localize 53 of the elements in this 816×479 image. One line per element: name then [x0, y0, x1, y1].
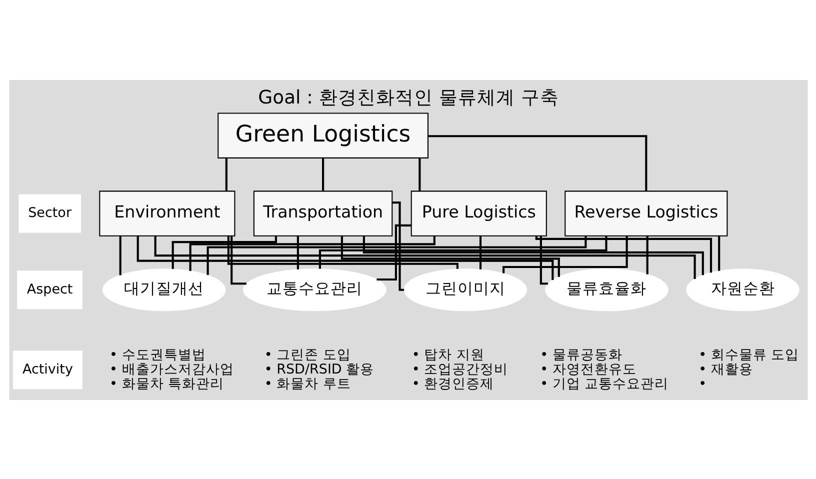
connector — [224, 158, 227, 191]
node-box: Pure Logistics — [410, 190, 546, 236]
label: • 자영전환유도 — [540, 360, 636, 377]
label: Aspect — [26, 280, 72, 297]
label: Sector — [28, 204, 71, 221]
node-ellipse: 자원순환 — [686, 268, 799, 311]
connector — [478, 236, 482, 269]
connector — [154, 236, 696, 279]
node-box: Green Logistics — [217, 112, 428, 158]
label: • 조업공간정비 — [411, 360, 508, 377]
label: • 환경인증제 — [411, 375, 494, 392]
label: • 그린존 도입 — [264, 346, 350, 362]
node-box: Reverse Logistics — [564, 190, 728, 236]
connector — [206, 236, 586, 274]
connector — [718, 236, 720, 270]
node-ellipse: 그린이미지 — [403, 268, 527, 311]
connector — [171, 236, 276, 269]
label: Activity — [22, 360, 72, 377]
label: • 배출가스저감사업 — [109, 360, 234, 377]
label: • 회수물류 도입 — [698, 346, 799, 362]
label: • 화물차 루트 — [264, 375, 350, 392]
node-ellipse: 대기질개선 — [102, 268, 226, 311]
connector — [362, 236, 704, 275]
label: • 기업 교통수요관리 — [540, 375, 668, 392]
label: • 화물차 특화관리 — [109, 375, 224, 392]
connector — [534, 236, 712, 272]
connector — [318, 236, 607, 268]
connector — [226, 236, 458, 268]
diagram-title: Goal : 환경친화적인 물류체계 구축 — [258, 86, 558, 108]
label: • 수도권특별법 — [109, 346, 206, 362]
label: • 재활용 — [698, 360, 752, 377]
connector — [230, 236, 246, 284]
connector — [418, 158, 420, 191]
connector — [118, 236, 121, 275]
node-ellipse: 물류효율화 — [544, 268, 668, 311]
connector — [502, 235, 628, 273]
label: • — [698, 375, 706, 392]
node-ellipse: 교통수요관리 — [242, 268, 386, 311]
connector — [428, 134, 647, 191]
connector — [188, 236, 435, 271]
label: • 탑차 지원 — [411, 346, 484, 362]
connector — [392, 201, 404, 290]
connector — [539, 236, 548, 284]
connector — [322, 158, 324, 191]
connector — [296, 236, 298, 269]
node-box: Transportation — [252, 190, 392, 236]
connector — [340, 236, 560, 276]
connector — [376, 224, 411, 280]
label: • 물류공동화 — [540, 346, 622, 362]
connector — [646, 236, 648, 274]
label: • RSD/RSID 활용 — [264, 360, 374, 377]
connector — [136, 236, 554, 280]
node-box: Environment — [98, 190, 235, 236]
